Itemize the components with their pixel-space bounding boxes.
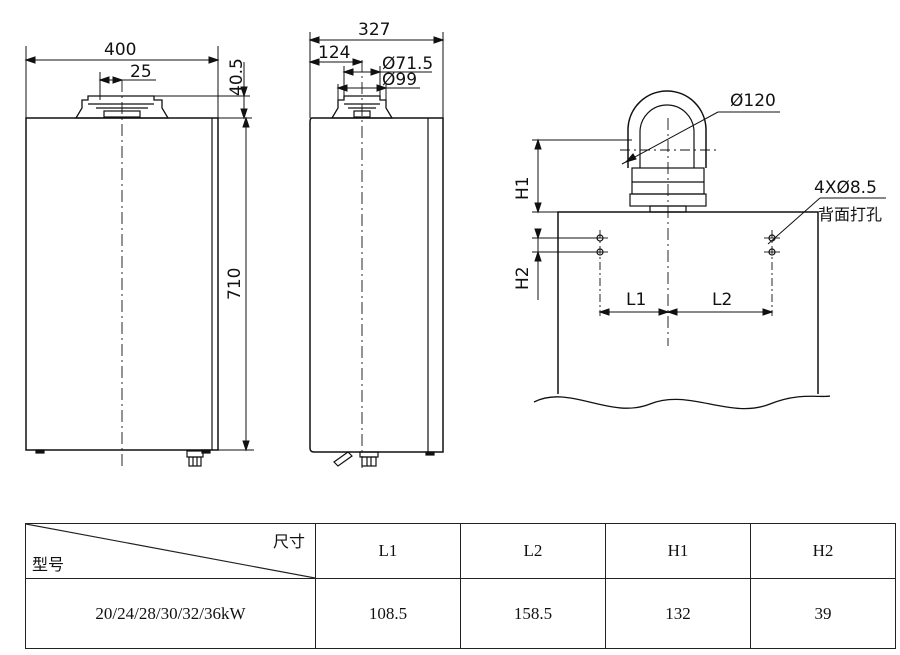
side-body xyxy=(309,117,444,453)
front-top-label: 40.5 xyxy=(227,58,247,96)
table-header-cell: L1 xyxy=(315,523,461,579)
detail-l2-label: L2 xyxy=(712,290,732,310)
table-cell: 108.5 xyxy=(315,578,461,649)
dim-front-width xyxy=(24,46,220,118)
technical-drawing: 400 25 40.5 710 xyxy=(24,20,886,468)
dim-h1 xyxy=(532,138,632,214)
front-height-label: 710 xyxy=(225,268,245,300)
leader-holes xyxy=(767,197,886,245)
detail-elbow-dia-label: Ø120 xyxy=(730,91,776,111)
corner-diagonal xyxy=(26,524,315,578)
leader-elbow-dia xyxy=(621,111,780,165)
table-corner-cell: 尺寸 型号 xyxy=(25,523,316,579)
front-width-label: 400 xyxy=(104,40,136,60)
side-inner-dia-label: Ø71.5 xyxy=(382,54,433,74)
front-gas-fitting xyxy=(186,450,204,467)
table-cell: 39 xyxy=(750,578,896,649)
table-model-cell: 20/24/28/30/32/36kW xyxy=(25,578,316,649)
front-offset-label: 25 xyxy=(130,62,152,82)
dim-h2 xyxy=(532,228,600,300)
front-foot-left xyxy=(35,449,45,454)
table-cell: 132 xyxy=(605,578,751,649)
side-offset-label: 124 xyxy=(318,43,350,63)
detail-l1-label: L1 xyxy=(626,290,646,310)
dim-front-offset xyxy=(98,72,156,100)
dim-front-height xyxy=(218,116,254,452)
detail-h2-label: H2 xyxy=(513,266,533,290)
table-header-row: 尺寸 型号 L1 L2 H1 H2 xyxy=(25,523,896,579)
table-header-cell: L2 xyxy=(460,523,606,579)
detail-holes xyxy=(592,230,780,316)
dim-side-offset xyxy=(308,58,364,66)
dim-side-depth xyxy=(308,32,445,118)
dim-side-outer-dia xyxy=(336,84,420,104)
side-fittings xyxy=(333,451,435,467)
side-depth-label: 327 xyxy=(358,20,390,40)
detail-h1-label: H1 xyxy=(513,176,533,200)
corner-label-bottom: 型号 xyxy=(32,555,65,574)
corner-label-top: 尺寸 xyxy=(272,532,305,551)
detail-holes-label: 4XØ8.5 xyxy=(814,178,877,198)
side-view xyxy=(308,32,445,468)
detail-wall-section xyxy=(557,211,819,394)
detail-elbow xyxy=(627,90,707,213)
table-header-cell: H1 xyxy=(605,523,751,579)
table-row: 20/24/28/30/32/36kW 108.5 158.5 132 39 xyxy=(25,578,896,649)
side-outer-dia-label: Ø99 xyxy=(382,70,417,90)
front-view xyxy=(24,46,254,468)
detail-view xyxy=(532,90,886,410)
dim-l1-l2 xyxy=(598,308,774,316)
detail-break-line xyxy=(533,395,831,410)
table-cell: 158.5 xyxy=(460,578,606,649)
table-header-cell: H2 xyxy=(750,523,896,579)
spec-table: 尺寸 型号 L1 L2 H1 H2 20/24/28/30/32/36kW 10… xyxy=(25,523,896,649)
detail-holes-note: 背面打孔 xyxy=(818,205,882,224)
dim-side-inner-dia xyxy=(342,66,432,100)
